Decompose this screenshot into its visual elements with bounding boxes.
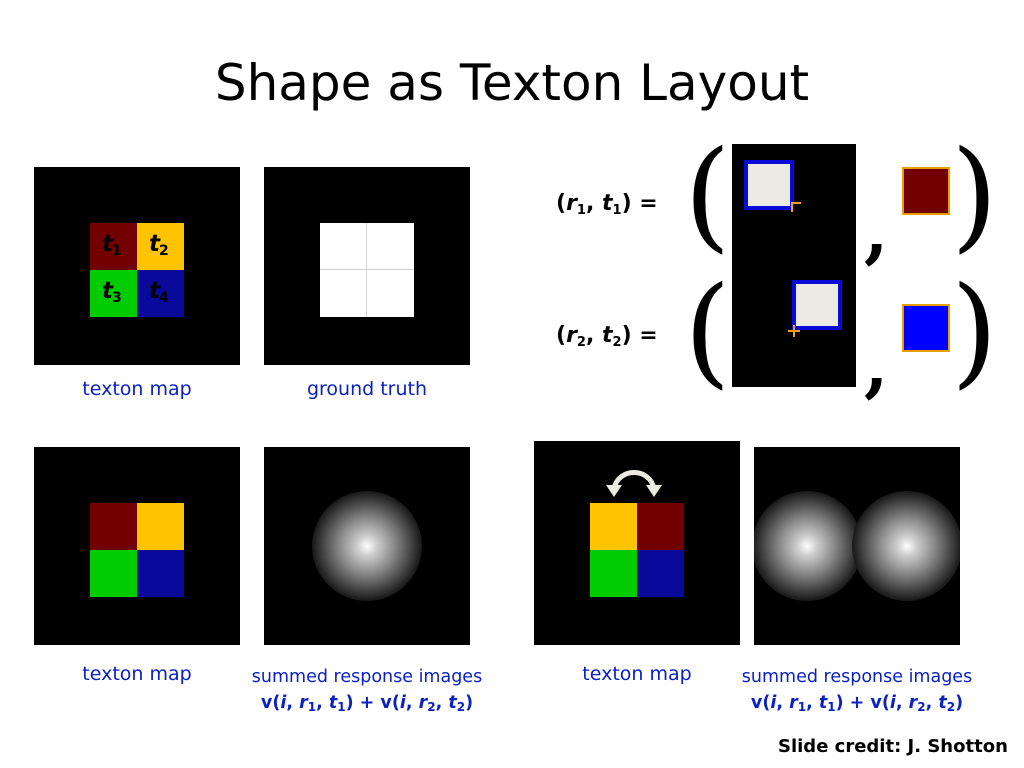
- slide-title: Shape as Texton Layout: [214, 54, 810, 112]
- offset-strip: [732, 144, 856, 387]
- formula-part: t: [818, 693, 828, 713]
- formula-part: 1: [307, 700, 317, 714]
- pair-label-r1t1: (r1, t1) =: [556, 191, 658, 218]
- formula-part: r: [418, 693, 428, 713]
- offset-rect-r1: [744, 160, 794, 210]
- response-glow-left: [754, 491, 862, 601]
- formula-part: r: [908, 693, 918, 713]
- formula-part: ,: [316, 693, 329, 713]
- texton-map-panel-labeled: t1 t2 t3 t4: [34, 167, 240, 365]
- formula-part: 2: [917, 700, 926, 714]
- caption-ground-truth: ground truth: [306, 378, 428, 400]
- formula-part: ): [465, 693, 474, 713]
- texton-label-t1: t1: [102, 231, 122, 259]
- caption-summed-response-2: summed response images: [741, 667, 973, 687]
- open-paren-top: (: [684, 126, 731, 265]
- formula-part: t: [938, 693, 947, 713]
- formula-part: r: [789, 693, 798, 713]
- texton-label-t3: t3: [102, 278, 122, 306]
- formula-part: t: [448, 693, 457, 713]
- ground-truth-panel: [264, 167, 470, 365]
- pair-label-r2t2: (r2, t2) =: [556, 323, 658, 350]
- formula-part: ) +: [345, 693, 381, 713]
- formula-part: ,: [806, 693, 819, 713]
- texton-cell-t3-swapped: [590, 550, 637, 597]
- texton-cell-t2-swapped: [590, 503, 637, 550]
- texton-map-panel-swapped: [534, 441, 740, 645]
- formula-part: v(: [870, 693, 890, 713]
- formula-part: i: [280, 693, 287, 713]
- formula-part: i: [889, 693, 896, 713]
- formula-part: 1: [797, 700, 807, 714]
- offset-origin-marker-1: [791, 202, 801, 204]
- formula-part: i: [399, 693, 406, 713]
- formula-part: 2: [456, 700, 466, 714]
- texton-map-panel-2: [34, 447, 240, 645]
- caption-texton-map-2: texton map: [82, 663, 192, 685]
- texton-cell-t4: t4: [137, 270, 184, 317]
- texton-cell-t1-swapped: [637, 503, 684, 550]
- texton-cell-t1-b: [90, 503, 137, 550]
- response-glow-right: [852, 491, 960, 601]
- texton-cell-t3-b: [90, 550, 137, 597]
- texton-cell-t2-b: [137, 503, 184, 550]
- formula-part: 1: [337, 700, 346, 714]
- comma-top: ,: [864, 189, 889, 272]
- formula-part: ,: [286, 693, 300, 713]
- formula-part: i: [770, 693, 777, 713]
- formula-part: 2: [427, 700, 436, 714]
- formula-part: t: [328, 693, 338, 713]
- texton-cell-t4-swapped: [637, 550, 684, 597]
- formula-part: ): [955, 693, 964, 713]
- formula-part: 2: [946, 700, 956, 714]
- formula-part: ) +: [835, 693, 871, 713]
- swap-arrow-icon: [606, 470, 662, 497]
- caption-summed-response-1: summed response images: [251, 667, 483, 687]
- formula-part: v(: [260, 693, 281, 713]
- summed-response-panel-2: [754, 447, 960, 645]
- caption-texton-map-1: texton map: [82, 378, 192, 400]
- caption-texton-map-3: texton map: [582, 663, 692, 685]
- formula-part: ,: [405, 693, 419, 713]
- offset-rect-r2: [792, 280, 842, 330]
- formula-part: ,: [776, 693, 790, 713]
- close-paren-top: ): [951, 126, 998, 265]
- texton-cell-t4-b: [137, 550, 184, 597]
- formula-part: 1: [827, 700, 836, 714]
- summed-response-panel-1: [264, 447, 470, 645]
- formula-part: v(: [380, 693, 400, 713]
- formula-part: ,: [435, 693, 449, 713]
- texton-label-t4: t4: [149, 278, 169, 306]
- formula-summed-response-2: v(i, r1, t1) + v(i, r2, t2): [720, 691, 994, 719]
- texton-cell-t3: t3: [90, 270, 137, 317]
- texton-swatch-t1: [902, 167, 950, 215]
- response-glow-center: [312, 491, 422, 601]
- slide-credit: Slide credit: J. Shotton: [778, 736, 1008, 757]
- formula-part: r: [299, 693, 308, 713]
- open-paren-bottom: (: [684, 262, 731, 401]
- formula-part: v(: [750, 693, 771, 713]
- formula-summed-response-1: v(i, r1, t1) + v(i, r2, t2): [230, 691, 504, 719]
- texton-cell-t1: t1: [90, 223, 137, 270]
- texton-cell-t2: t2: [137, 223, 184, 270]
- close-paren-bottom: ): [951, 262, 998, 401]
- texton-swatch-t4: [902, 304, 950, 352]
- formula-part: ,: [895, 693, 909, 713]
- formula-part: ,: [925, 693, 939, 713]
- comma-bottom: ,: [864, 323, 889, 406]
- ground-truth-square: [320, 223, 414, 317]
- texton-label-t2: t2: [149, 231, 169, 259]
